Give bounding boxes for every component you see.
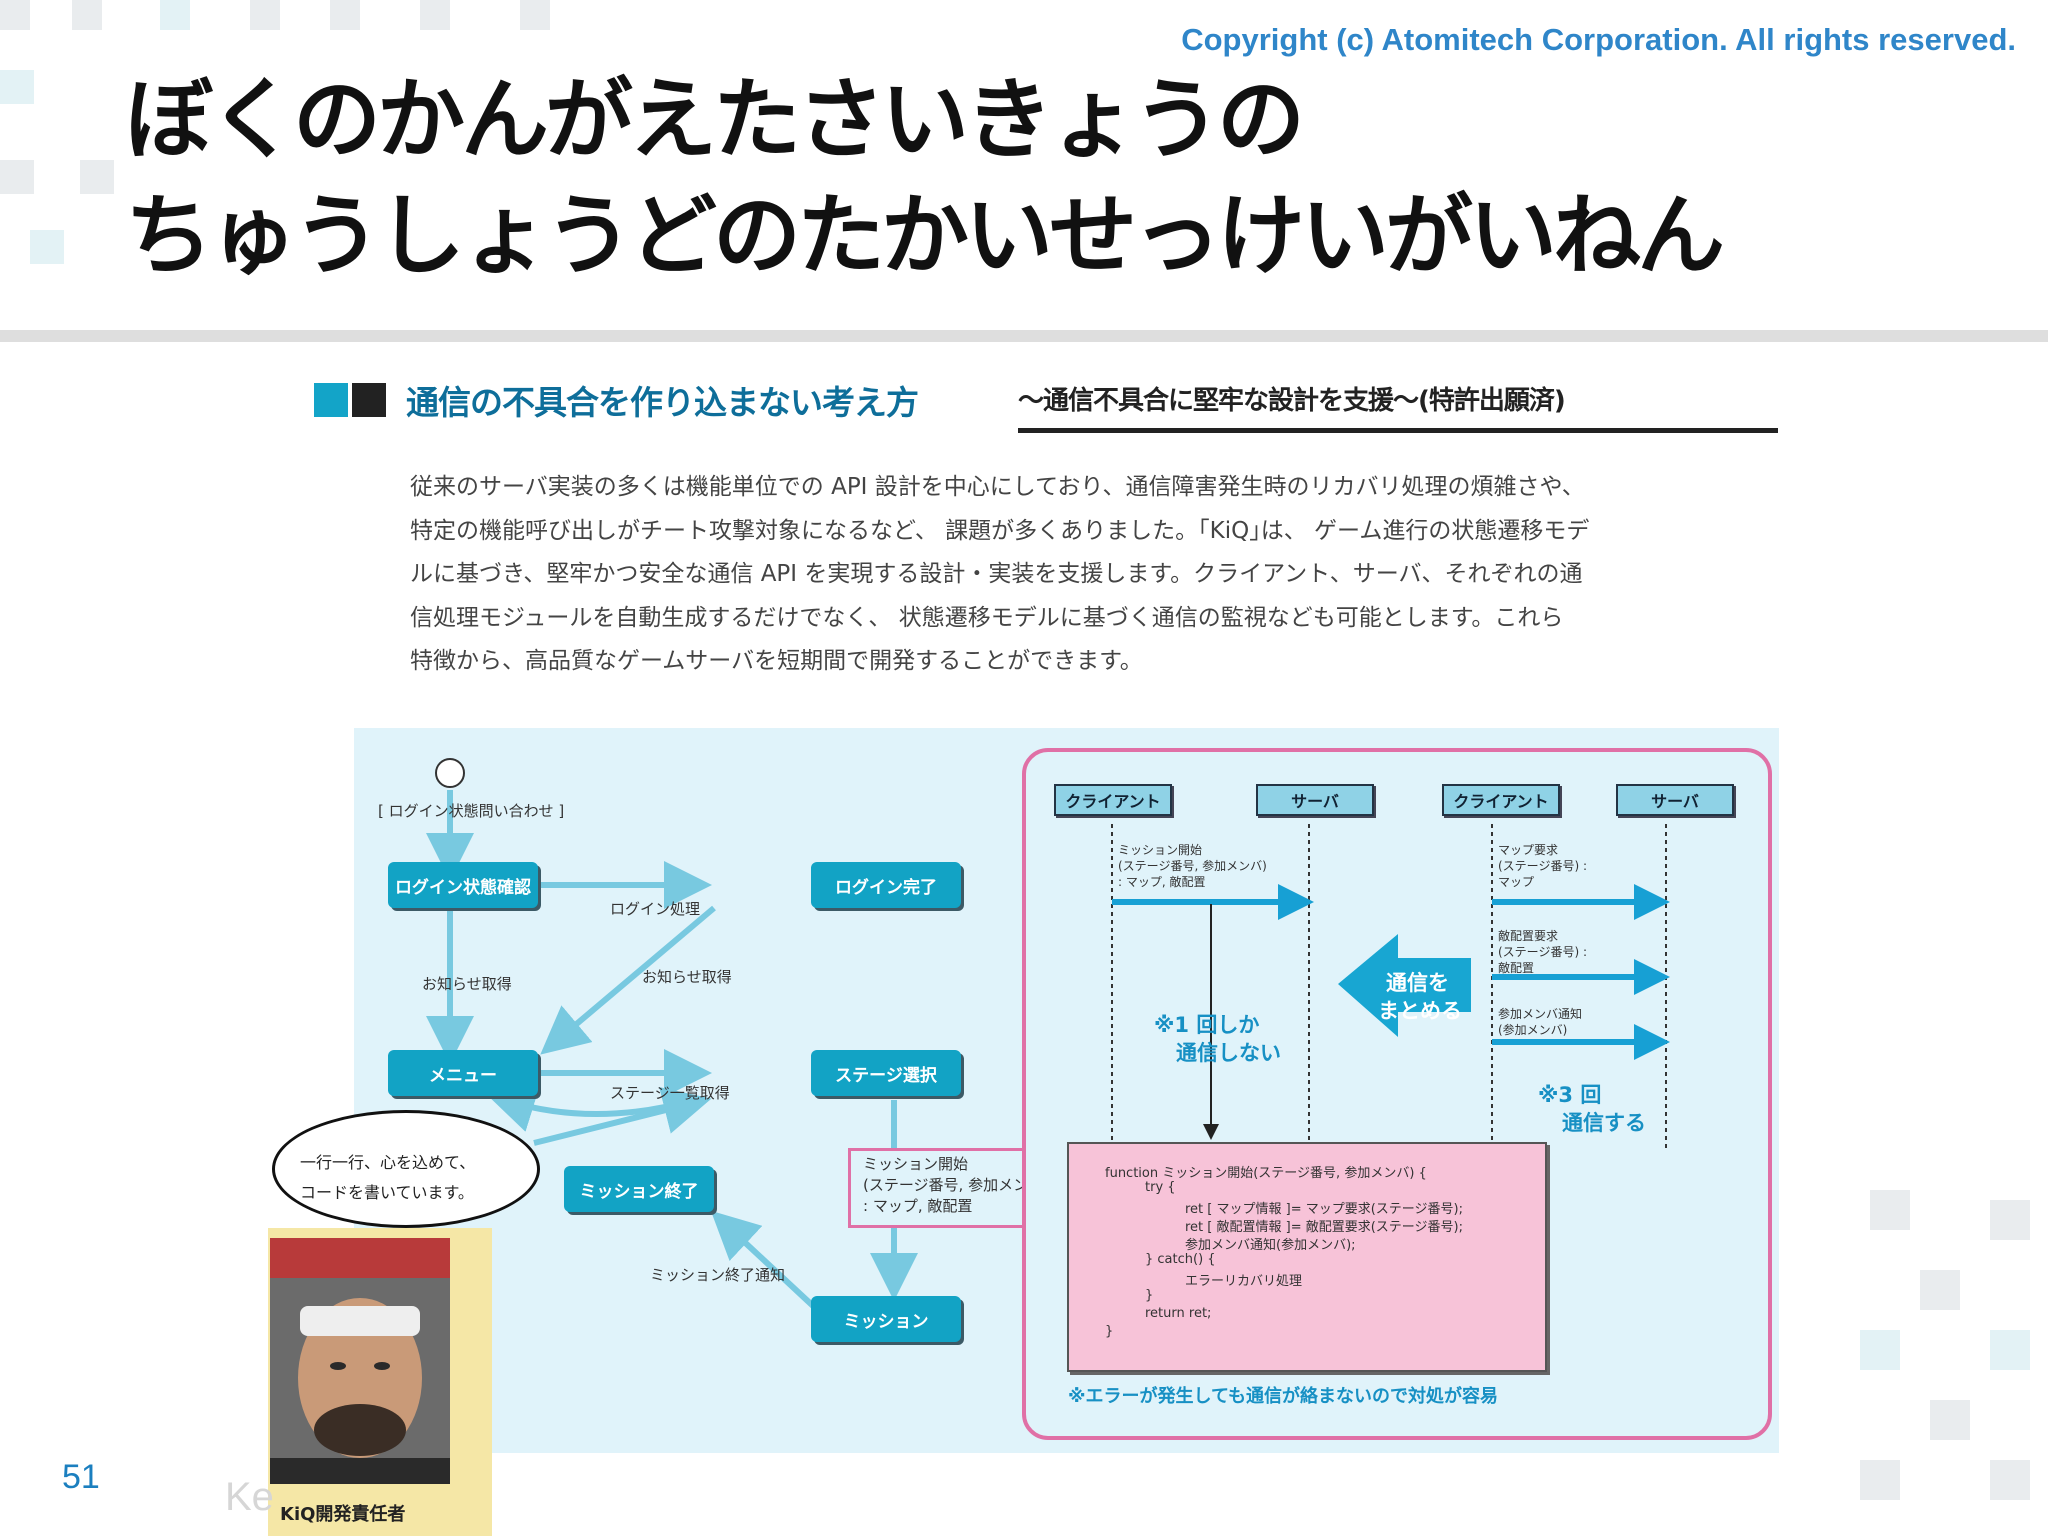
member-notify-line: 参加メンバ通知	[1498, 1007, 1583, 1021]
state-mission: ミッション	[811, 1296, 961, 1342]
notice-label-right: お知らせ取得	[642, 968, 732, 986]
mission-start-line: ミッション開始	[863, 1155, 969, 1173]
code-line: try {	[1145, 1180, 1176, 1195]
server-header-right: サーバ	[1616, 784, 1734, 816]
sequence-footer-note: ※エラーが発生しても通信が絡まないので対処が容易	[1068, 1386, 1499, 1407]
left-call-line: ミッション開始	[1118, 843, 1203, 857]
slide-title-line-2: ちゅうしょうどのたかいせっけいがいねん	[125, 184, 1725, 287]
article-body: 従来のサーバ実装の多くは機能単位での API 設計を中心にしており、通信障害発生…	[410, 466, 1710, 684]
combine-label-line: まとめる	[1378, 999, 1462, 1023]
mission-start-line: : マップ, 敵配置	[863, 1197, 973, 1215]
article-subheading: ～通信不具合に堅牢な設計を支援～(特許出願済)	[1018, 386, 1566, 416]
body-line: 特定の機能呼び出しがチート攻撃対象になるなど、 課題が多くありました。｢KiQ｣…	[410, 517, 1590, 544]
login-query-label: [ ログイン状態問い合わせ ]	[378, 802, 565, 820]
code-line: }	[1145, 1288, 1154, 1303]
code-line: 参加メンバ通知(参加メンバ);	[1185, 1238, 1356, 1253]
client-header-right: クライアント	[1442, 784, 1560, 816]
initial-state-node	[435, 758, 465, 788]
body-line: 従来のサーバ実装の多くは機能単位での API 設計を中心にしており、通信障害発生…	[410, 474, 1585, 500]
photo-caption: KiQ開発責任者	[280, 1504, 406, 1525]
code-line: エラーリカバリ処理	[1185, 1274, 1303, 1289]
speech-bubble-text: 一行一行、心を込めて、 コードを書いています。	[300, 1148, 475, 1208]
body-line: 信処理モジュールを自動生成するだけでなく、 状態遷移モデルに基づく通信の監視など…	[410, 604, 1564, 631]
article-heading: 通信の不具合を作り込まない考え方	[406, 383, 919, 422]
state-stage-select: ステージ選択	[811, 1050, 961, 1096]
article-image: 通信の不具合を作り込まない考え方 ～通信不具合に堅牢な設計を支援～(特許出願済)…	[266, 350, 1796, 1480]
mission-start-line: (ステージ番号, 参加メンバ)	[863, 1176, 1049, 1194]
sequence-lines	[1111, 824, 1670, 1152]
title-divider	[0, 330, 2048, 342]
speech-line: コードを書いています。	[300, 1183, 474, 1202]
code-line: function ミッション開始(ステージ番号, 参加メンバ) {	[1105, 1166, 1427, 1181]
map-request-line: (ステージ番号) :	[1498, 859, 1587, 873]
slide-title-line-1: ぼくのかんがえたさいきょうの	[125, 68, 1305, 171]
right-note-line: ※3 回	[1538, 1083, 1602, 1107]
body-line: ルに基づき、堅牢かつ安全な通信 API を実現する設計・実装を支援します。クライ…	[410, 561, 1583, 587]
state-menu: メニュー	[388, 1050, 538, 1096]
stage-list-label: ステージ一覧取得	[610, 1084, 730, 1102]
state-login-check: ログイン状態確認	[388, 862, 538, 908]
mission-end-notify-label: ミッション終了通知	[650, 1266, 786, 1284]
member-notify-line: (参加メンバ)	[1498, 1023, 1568, 1037]
heading-marker-cyan	[314, 383, 348, 417]
state-mission-end: ミッション終了	[564, 1166, 714, 1212]
enemy-request-line: 敵配置要求	[1498, 929, 1559, 943]
presenter-face-illustration	[270, 1238, 450, 1484]
notice-label-left: お知らせ取得	[422, 975, 512, 993]
map-request-line: マップ	[1498, 875, 1535, 889]
state-login-done: ログイン完了	[811, 862, 961, 908]
right-note-line: 通信する	[1562, 1111, 1646, 1135]
login-process-label: ログイン処理	[610, 900, 701, 918]
speech-bubble	[272, 1110, 540, 1228]
combine-label-line: 通信を	[1386, 971, 1449, 995]
copyright-text: Copyright (c) Atomitech Corporation. All…	[1181, 22, 2016, 57]
left-note-line: 通信しない	[1176, 1041, 1281, 1065]
code-line: } catch() {	[1145, 1252, 1216, 1267]
enemy-request-line: (ステージ番号) :	[1498, 945, 1587, 959]
page-number: 51	[62, 1458, 100, 1496]
code-sample: function ミッション開始(ステージ番号, 参加メンバ) { try { …	[1067, 1142, 1547, 1372]
left-note-line: ※1 回しか	[1154, 1013, 1260, 1037]
left-call-line: (ステージ番号, 参加メンバ)	[1118, 859, 1267, 873]
state-diagram: [ ログイン状態問い合わせ ] ログイン状態確認 ログイン完了 ログイン処理 お…	[354, 728, 1779, 1453]
server-header-left: サーバ	[1256, 784, 1374, 816]
body-line: 特徴から、高品質なゲームサーバを短期間で開発することができます。	[410, 648, 1143, 674]
subheading-underline	[1018, 428, 1778, 433]
enemy-request-line: 敵配置	[1498, 961, 1535, 975]
code-line: ret [ マップ情報 ]= マップ要求(ステージ番号);	[1185, 1202, 1463, 1217]
code-line: ret [ 敵配置情報 ]= 敵配置要求(ステージ番号);	[1185, 1220, 1463, 1235]
slide-title: ぼくのかんがえたさいきょうの ちゅうしょうどのたかいせっけいがいねん	[125, 62, 1725, 294]
faded-footer-text: Ke	[225, 1475, 274, 1519]
map-request-line: マップ要求	[1498, 843, 1559, 857]
presenter-photo	[270, 1238, 450, 1484]
sequence-comparison-panel: クライアント サーバ クライアント サーバ ミッション開始 (ステージ番号, 参…	[1022, 748, 1772, 1440]
left-call-line: : マップ, 敵配置	[1118, 875, 1206, 889]
speech-line: 一行一行、心を込めて、	[300, 1153, 476, 1172]
code-line: }	[1105, 1324, 1114, 1339]
code-line: return ret;	[1145, 1306, 1212, 1321]
heading-marker-black	[352, 383, 386, 417]
client-header-left: クライアント	[1054, 784, 1172, 816]
